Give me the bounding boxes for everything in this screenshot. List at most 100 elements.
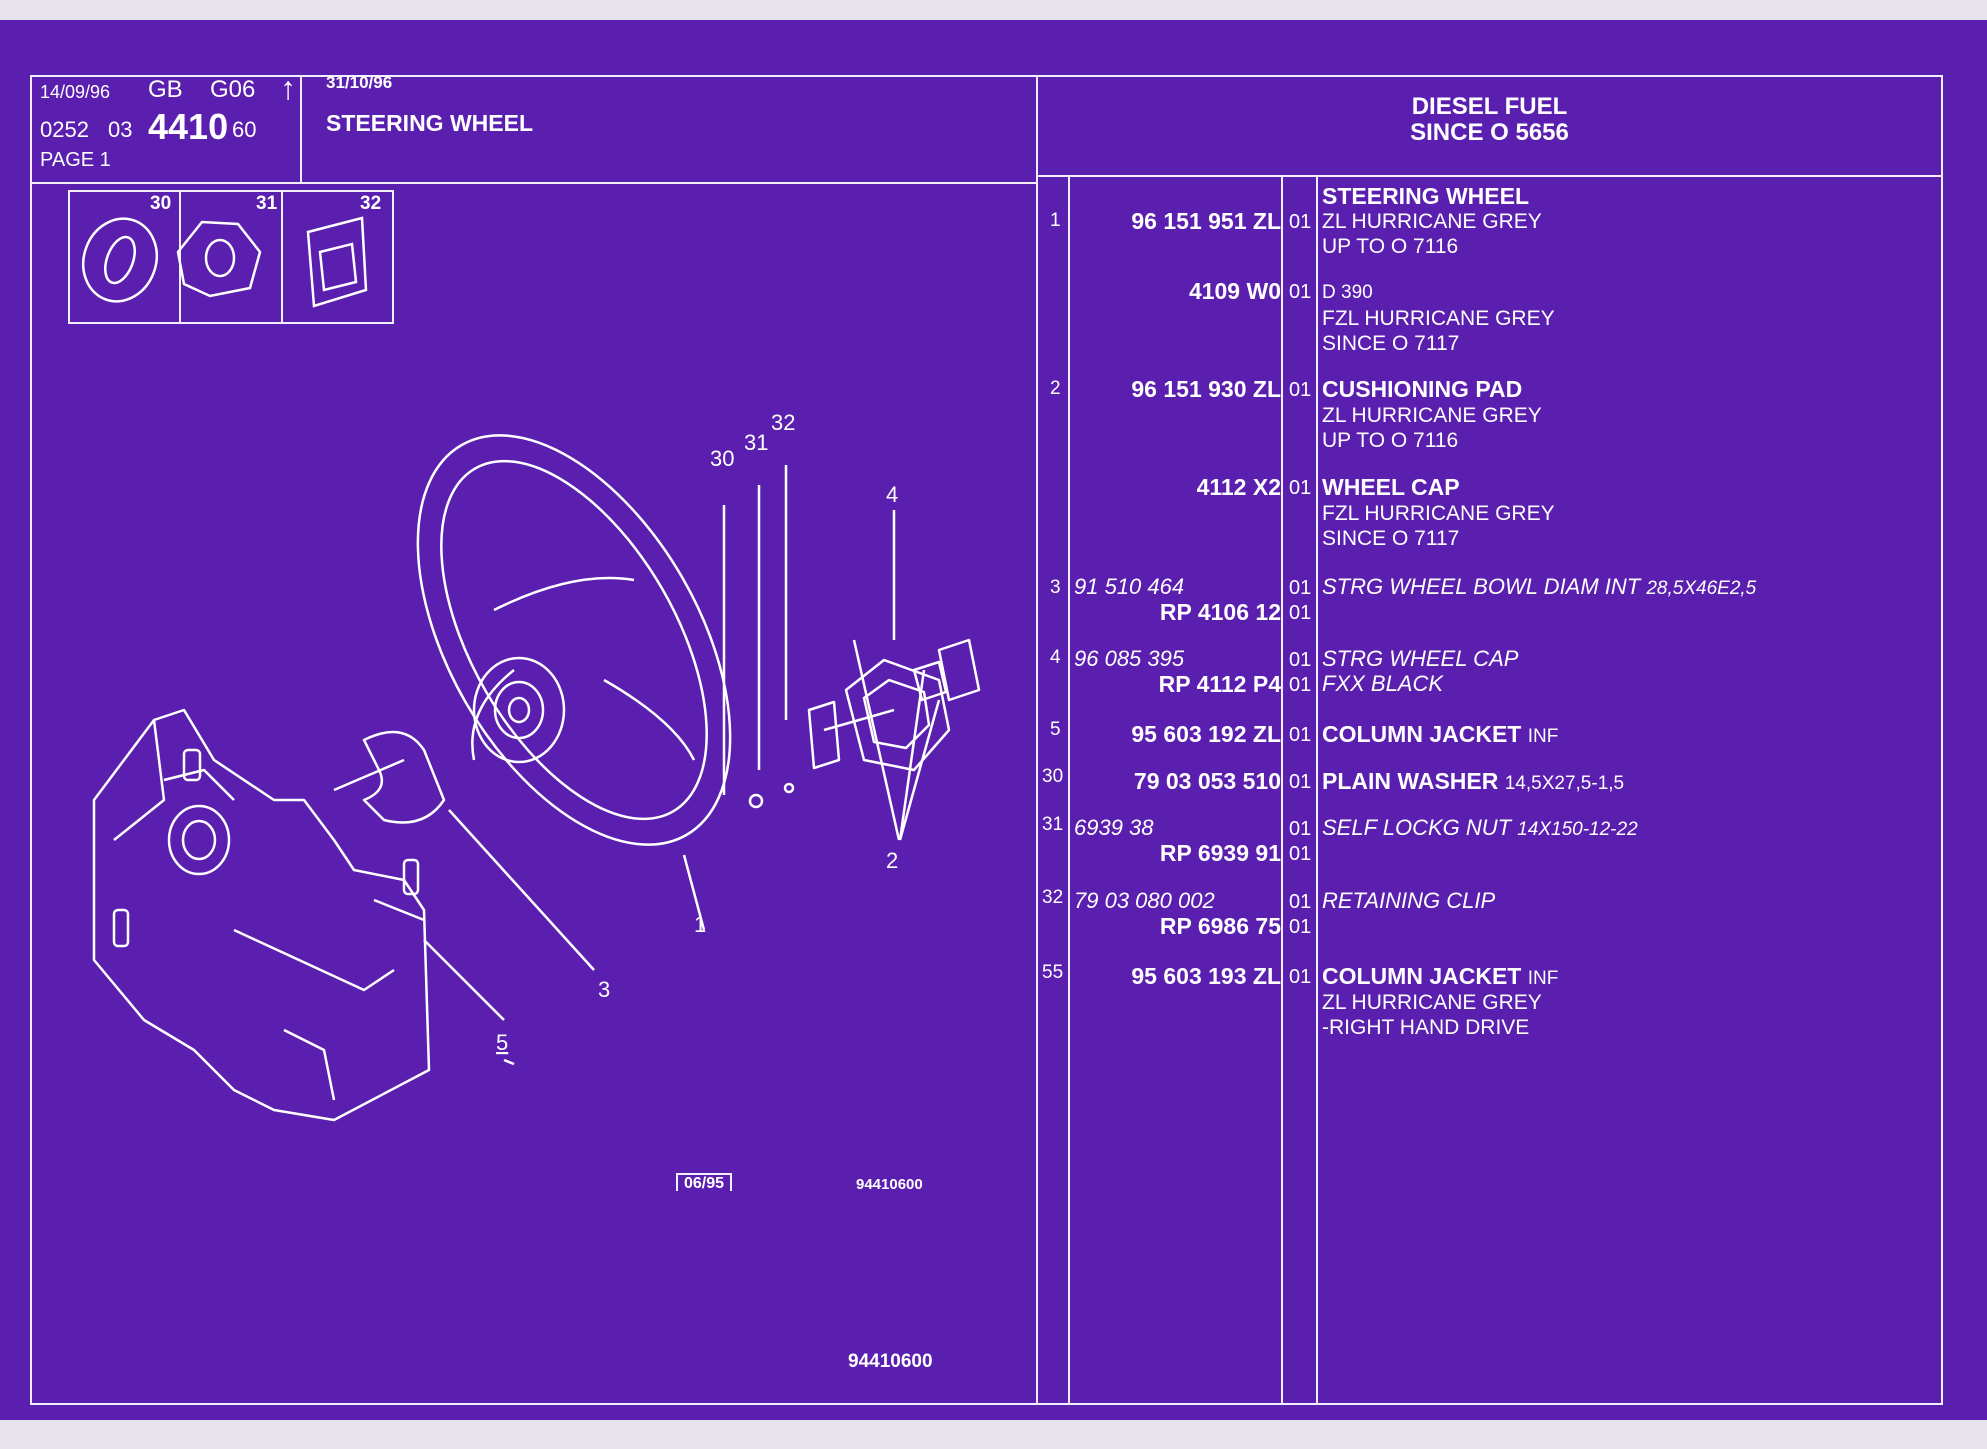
qty-column-divider [1316, 175, 1318, 1405]
callout-30: 30 [710, 446, 734, 471]
part-reference: 96 151 951 ZL [1131, 208, 1281, 234]
page-title: STEERING WHEEL [326, 110, 534, 136]
callout-2: 2 [886, 848, 898, 873]
part-description: PLAIN WASHER 14,5X27,5-1,5 [1322, 768, 1625, 794]
item-number: 3 [1050, 577, 1061, 598]
item-number: 2 [1050, 378, 1061, 399]
header-code-b: 03 [108, 117, 133, 142]
part-reference: 4109 W0 [1188, 278, 1281, 304]
revision-stamp: 06/95 [676, 1173, 733, 1192]
part-quantity: 01 [1289, 649, 1312, 671]
callout-32: 32 [771, 410, 795, 435]
part-description: STRG WHEEL BOWL DIAM INT 28,5X46E2,5 [1322, 574, 1757, 599]
header-language: GB [148, 76, 183, 103]
part-description: D 390 [1322, 282, 1373, 303]
part-reference: 95 603 193 ZL [1131, 963, 1281, 989]
part-description-line: -RIGHT HAND DRIVE [1322, 1016, 1530, 1039]
part-quantity: 01 [1289, 577, 1312, 599]
thumbnail-label-30: 30 [150, 193, 172, 214]
thumbnail-label-32: 32 [360, 193, 382, 214]
item-number: 55 [1042, 962, 1064, 983]
right-panel-frame [1036, 75, 1943, 1405]
part-description-line: UP TO O 7116 [1322, 235, 1459, 258]
callout-5: 5 [496, 1030, 508, 1055]
part-quantity: 01 [1289, 674, 1312, 696]
part-quantity: 01 [1289, 891, 1312, 913]
part-description-line: FZL HURRICANE GREY [1322, 502, 1555, 525]
nut-thumb-icon [176, 220, 262, 298]
part-quantity: 01 [1289, 602, 1312, 624]
part-description-line: FXX BLACK [1322, 671, 1444, 696]
part-reference-old: 6939 38 [1074, 815, 1154, 840]
item-column-divider [1068, 175, 1070, 1405]
part-quantity: 01 [1289, 916, 1312, 938]
part-description: RETAINING CLIP [1322, 888, 1496, 913]
header-date-2: 31/10/96 [326, 73, 393, 92]
part-description: STEERING WHEEL [1322, 183, 1530, 209]
part-description: WHEEL CAP [1322, 474, 1460, 500]
item-number: 1 [1050, 210, 1061, 231]
hardware-thumbnails: 30 31 32 [68, 190, 394, 324]
part-description-line: FZL HURRICANE GREY [1322, 307, 1555, 330]
left-header-divider [30, 182, 1038, 184]
part-reference-rp: RP 6986 75 [1159, 913, 1281, 939]
footer-code: 94410600 [848, 1351, 933, 1372]
parts-catalog-sheet: 14/09/96 GB G06 ↑ 0252 03 4410 60 PAGE 1… [0, 20, 1987, 1420]
up-arrow-icon: ↑ [280, 70, 296, 106]
part-quantity: 01 [1289, 379, 1312, 401]
part-reference: 96 151 930 ZL [1131, 376, 1281, 402]
callout-3: 3 [598, 977, 610, 1002]
part-quantity: 01 [1289, 281, 1312, 303]
part-description-line: SINCE O 7117 [1322, 332, 1460, 355]
item-number: 30 [1042, 766, 1064, 787]
column-jacket-drawing [92, 708, 431, 1122]
part-description-line: ZL HURRICANE GREY [1322, 991, 1542, 1014]
part-reference-rp: RP 4112 P4 [1158, 671, 1281, 697]
header-code-c: 60 [232, 117, 257, 142]
item-number: 5 [1050, 719, 1061, 740]
part-reference-rp: RP 4106 12 [1159, 599, 1281, 625]
part-quantity: 01 [1289, 818, 1312, 840]
part-description: SELF LOCKG NUT 14X150-12-22 [1322, 815, 1638, 840]
part-description-line: ZL HURRICANE GREY [1322, 210, 1542, 233]
header-code-a: 0252 [40, 117, 89, 142]
part-description: COLUMN JACKET INF [1322, 963, 1559, 989]
header-date: 14/09/96 [40, 82, 111, 102]
item-number: 32 [1042, 887, 1064, 908]
part-quantity: 01 [1289, 966, 1312, 988]
thumbnail-label-31: 31 [256, 193, 278, 214]
part-description: CUSHIONING PAD [1322, 376, 1523, 402]
part-quantity: 01 [1289, 477, 1312, 499]
part-reference: 79 03 053 510 [1133, 768, 1281, 794]
item-number: 31 [1042, 814, 1064, 835]
clip-thumb-icon [306, 216, 368, 308]
wheel-cap-drawing [912, 638, 981, 702]
part-description: STRG WHEEL CAP [1322, 646, 1519, 671]
header-group: G06 [210, 76, 256, 103]
header-code-main: 4410 [148, 106, 229, 147]
header-page: PAGE 1 [40, 149, 111, 171]
right-header-divider [1036, 175, 1943, 177]
diagram-ref-code: 94410600 [856, 1176, 923, 1193]
item-number: 4 [1050, 647, 1061, 668]
part-description-line: UP TO O 7116 [1322, 429, 1459, 452]
ref-column-divider [1281, 175, 1283, 1405]
part-description-line: ZL HURRICANE GREY [1322, 404, 1542, 427]
right-title-line-1: DIESEL FUEL [1411, 93, 1568, 120]
part-quantity: 01 [1289, 724, 1312, 746]
washer-drawing [748, 793, 764, 809]
part-reference-old: 79 03 080 002 [1074, 888, 1215, 913]
callout-31: 31 [744, 430, 768, 455]
callout-4: 4 [886, 482, 898, 507]
part-reference: 95 603 192 ZL [1131, 721, 1281, 747]
clip-drawing [807, 700, 841, 770]
nut-drawing [783, 782, 795, 794]
bowl-drawing [333, 730, 446, 824]
part-reference-old: 91 510 464 [1074, 574, 1185, 599]
header-column-divider [300, 75, 302, 183]
part-description-line: SINCE O 7117 [1322, 527, 1460, 550]
part-reference-rp: RP 6939 91 [1159, 840, 1281, 866]
right-title-line-2: SINCE O 5656 [1410, 119, 1569, 146]
part-quantity: 01 [1289, 211, 1312, 233]
part-quantity: 01 [1289, 843, 1312, 865]
